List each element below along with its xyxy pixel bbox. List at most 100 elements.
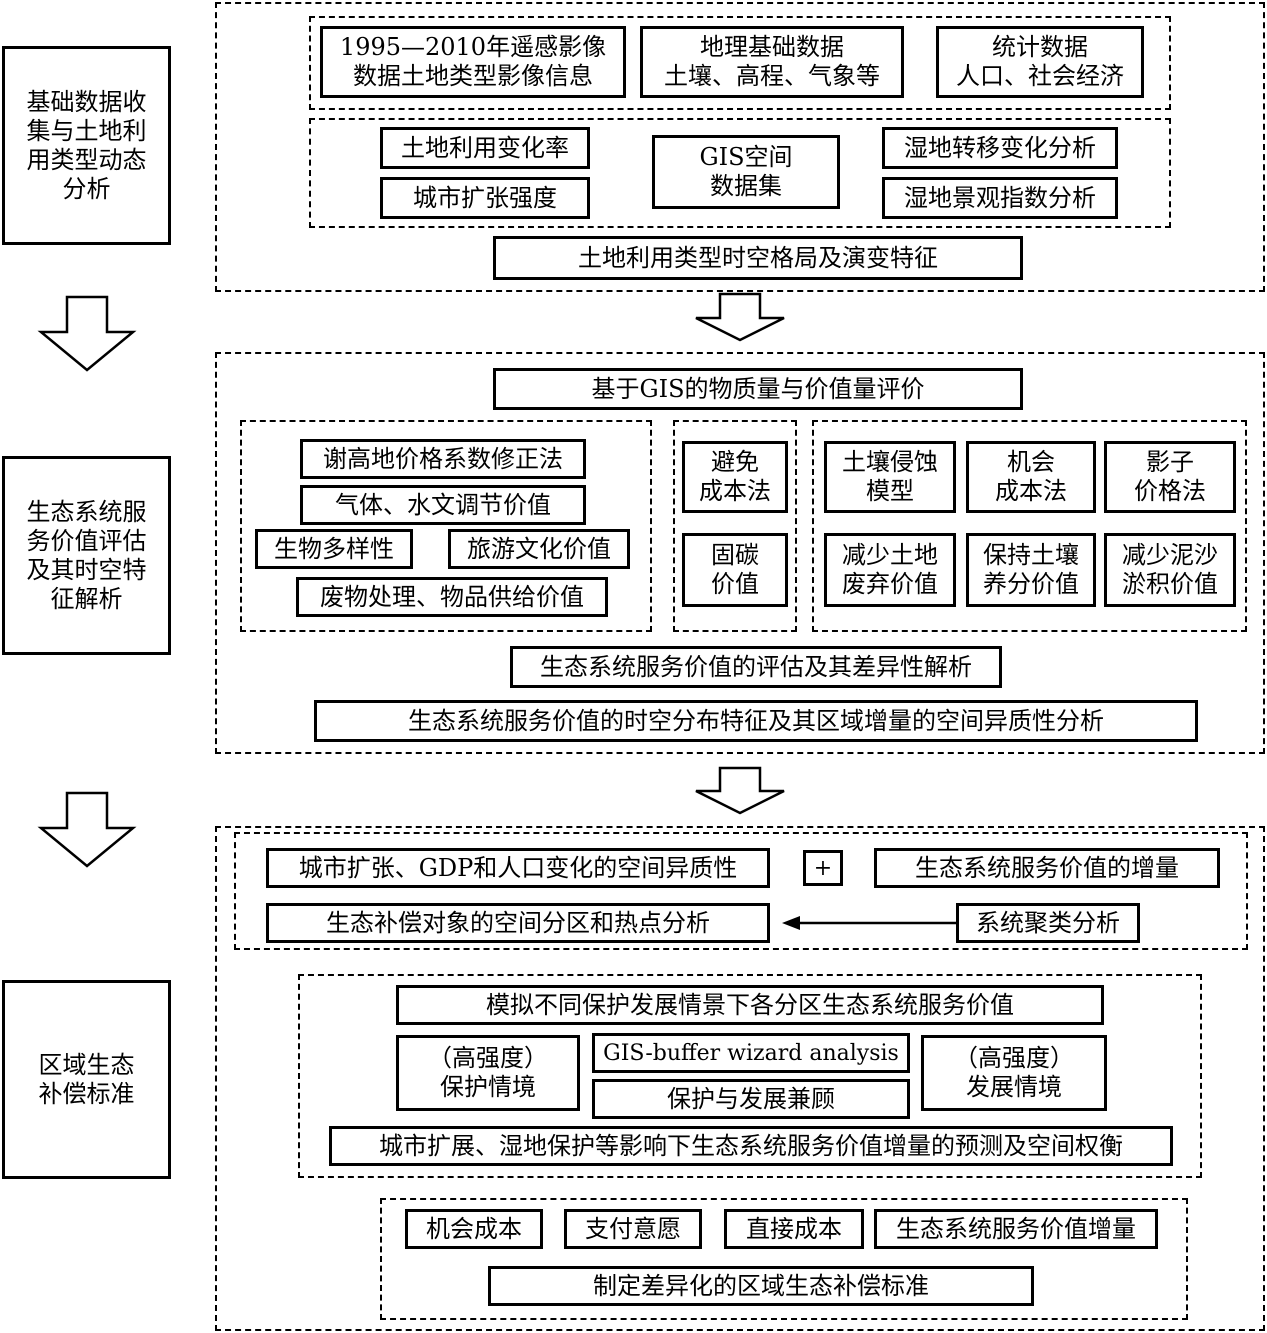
plus-box: + xyxy=(803,850,843,886)
high-develop-box: （高强度） 发展情境 xyxy=(921,1035,1107,1111)
opportunity-cost-label: 机会成本 xyxy=(426,1214,522,1243)
willingness-pay-label: 支付意愿 xyxy=(585,1214,681,1243)
tourism-value-label: 旅游文化价值 xyxy=(467,534,611,563)
down-arrow-left-1 xyxy=(37,295,137,372)
carbon-value-label: 固碳 价值 xyxy=(711,541,759,598)
wetland-landscape-box: 湿地景观指数分析 xyxy=(882,177,1118,219)
high-protect-box: （高强度） 保护情境 xyxy=(396,1035,580,1111)
zoning-hotspot-label: 生态补偿对象的空间分区和热点分析 xyxy=(326,908,710,937)
shadow-price-box: 影子 价格法 xyxy=(1104,441,1236,513)
esv-evaluation-label: 生态系统服务价值的评估及其差异性解析 xyxy=(540,652,972,681)
clustering-arrow-head xyxy=(782,916,800,930)
balance-box: 保护与发展兼顾 xyxy=(592,1079,910,1119)
section-1-frame xyxy=(215,2,1265,292)
plus-label: + xyxy=(813,855,833,881)
heterogeneity-label: 城市扩张、GDP和人口变化的空间异质性 xyxy=(298,853,738,882)
esv-increment-box: 生态系统服务价值的增量 xyxy=(874,848,1220,888)
section-2-left-frame xyxy=(240,420,652,632)
heterogeneity-box: 城市扩张、GDP和人口变化的空间异质性 xyxy=(266,848,770,888)
compensation-standard-label: 制定差异化的区域生态补偿标准 xyxy=(593,1271,929,1300)
forecast-label: 城市扩展、湿地保护等影响下生态系统服务价值增量的预测及空间权衡 xyxy=(379,1131,1123,1160)
keep-soil-nutrient-label: 保持土壤 养分价值 xyxy=(983,541,1079,598)
section-2-frame xyxy=(215,352,1265,754)
biodiversity-box: 生物多样性 xyxy=(255,529,413,569)
gis-buffer-label: GIS-buffer wizard analysis xyxy=(603,1040,899,1066)
gis-dataset-label: GIS空间 数据集 xyxy=(699,143,793,200)
land-use-change-rate-box: 土地利用变化率 xyxy=(380,127,590,169)
reduce-sediment-box: 减少泥沙 淤积价值 xyxy=(1104,533,1236,607)
stage-2-label: 生态系统服 务价值评估 及其时空特 征解析 xyxy=(26,497,147,613)
stage-2-box: 生态系统服 务价值评估 及其时空特 征解析 xyxy=(2,456,171,655)
xie-gaodi-box: 谢高地价格系数修正法 xyxy=(300,439,586,479)
down-arrow-center-2 xyxy=(695,766,785,815)
clustering-box: 系统聚类分析 xyxy=(956,903,1140,943)
wetland-transfer-box: 湿地转移变化分析 xyxy=(882,127,1118,169)
high-protect-label: （高强度） 保护情境 xyxy=(428,1044,548,1101)
stage-1-label: 基础数据收 集与土地利 用类型动态 分析 xyxy=(26,87,147,203)
down-arrow-left-2 xyxy=(37,791,137,868)
land-use-pattern-label: 土地利用类型时空格局及演变特征 xyxy=(578,243,938,272)
high-develop-label: （高强度） 发展情境 xyxy=(954,1044,1074,1101)
statistics-data-label: 统计数据 人口、社会经济 xyxy=(956,33,1124,90)
remote-sensing-label: 1995—2010年遥感影像 数据土地类型影像信息 xyxy=(339,33,607,90)
gas-water-value-label: 气体、水文调节价值 xyxy=(335,490,551,519)
section-2-middle-frame xyxy=(673,420,797,632)
reduce-land-waste-box: 减少土地 废弃价值 xyxy=(824,533,956,607)
forecast-box: 城市扩展、湿地保护等影响下生态系统服务价值增量的预测及空间权衡 xyxy=(329,1126,1173,1166)
gas-water-value-box: 气体、水文调节价值 xyxy=(300,485,586,525)
esv-increment2-label: 生态系统服务价值增量 xyxy=(896,1214,1136,1243)
stage-3-label: 区域生态 补偿标准 xyxy=(38,1050,135,1108)
esv-increment-label: 生态系统服务价值的增量 xyxy=(915,853,1179,882)
down-arrow-center-1 xyxy=(695,292,785,342)
tourism-value-box: 旅游文化价值 xyxy=(448,529,630,569)
keep-soil-nutrient-box: 保持土壤 养分价值 xyxy=(966,533,1096,607)
opportunity-cost-box: 机会成本 xyxy=(405,1209,543,1249)
avoid-cost-label: 避免 成本法 xyxy=(699,448,771,505)
gis-dataset-box: GIS空间 数据集 xyxy=(652,135,840,209)
analysis-frame xyxy=(309,118,1171,228)
waste-supply-value-box: 废物处理、物品供给价值 xyxy=(296,577,608,617)
geo-base-data-label: 地理基础数据 土壤、高程、气象等 xyxy=(664,33,880,90)
compensation-standard-box: 制定差异化的区域生态补偿标准 xyxy=(488,1266,1034,1306)
carbon-value-box: 固碳 价值 xyxy=(682,533,788,607)
esv-spatiotemporal-box: 生态系统服务价值的时空分布特征及其区域增量的空间异质性分析 xyxy=(314,700,1198,742)
direct-cost-box: 直接成本 xyxy=(724,1209,864,1249)
section-3-frame xyxy=(215,826,1265,1331)
esv-evaluation-box: 生态系统服务价值的评估及其差异性解析 xyxy=(510,646,1002,688)
land-use-change-rate-label: 土地利用变化率 xyxy=(401,133,569,162)
avoid-cost-box: 避免 成本法 xyxy=(682,441,788,513)
balance-label: 保护与发展兼顾 xyxy=(667,1084,835,1113)
simulate-scenario-box: 模拟不同保护发展情景下各分区生态系统服务价值 xyxy=(396,985,1104,1025)
opportunity-cost-method-label: 机会 成本法 xyxy=(995,448,1067,505)
gis-evaluation-label: 基于GIS的物质量与价值量评价 xyxy=(591,374,925,403)
esv-spatiotemporal-label: 生态系统服务价值的时空分布特征及其区域增量的空间异质性分析 xyxy=(408,706,1104,735)
wetland-transfer-label: 湿地转移变化分析 xyxy=(904,133,1096,162)
zoning-hotspot-box: 生态补偿对象的空间分区和热点分析 xyxy=(266,903,770,943)
gis-evaluation-box: 基于GIS的物质量与价值量评价 xyxy=(493,368,1023,410)
opportunity-cost-method-box: 机会 成本法 xyxy=(966,441,1096,513)
urban-expansion-box: 城市扩张强度 xyxy=(380,177,590,219)
soil-erosion-model-label: 土壤侵蚀 模型 xyxy=(842,448,938,505)
standard-frame xyxy=(380,1198,1188,1320)
scenario-frame xyxy=(298,974,1202,1178)
zoning-frame xyxy=(234,832,1248,950)
statistics-data-box: 统计数据 人口、社会经济 xyxy=(936,26,1144,98)
geo-base-data-box: 地理基础数据 土壤、高程、气象等 xyxy=(640,26,904,98)
simulate-scenario-label: 模拟不同保护发展情景下各分区生态系统服务价值 xyxy=(486,990,1014,1019)
remote-sensing-box: 1995—2010年遥感影像 数据土地类型影像信息 xyxy=(320,26,626,98)
reduce-land-waste-label: 减少土地 废弃价值 xyxy=(842,541,938,598)
clustering-label: 系统聚类分析 xyxy=(976,908,1120,937)
direct-cost-label: 直接成本 xyxy=(746,1214,842,1243)
willingness-pay-box: 支付意愿 xyxy=(564,1209,702,1249)
gis-buffer-box: GIS-buffer wizard analysis xyxy=(592,1033,910,1073)
land-use-pattern-box: 土地利用类型时空格局及演变特征 xyxy=(493,236,1023,280)
wetland-landscape-label: 湿地景观指数分析 xyxy=(904,183,1096,212)
esv-increment2-box: 生态系统服务价值增量 xyxy=(874,1209,1158,1249)
soil-erosion-model-box: 土壤侵蚀 模型 xyxy=(824,441,956,513)
biodiversity-label: 生物多样性 xyxy=(274,534,394,563)
shadow-price-label: 影子 价格法 xyxy=(1134,448,1206,505)
data-sources-frame xyxy=(309,16,1171,110)
stage-1-box: 基础数据收 集与土地利 用类型动态 分析 xyxy=(2,46,171,245)
section-2-right-frame xyxy=(812,420,1247,632)
